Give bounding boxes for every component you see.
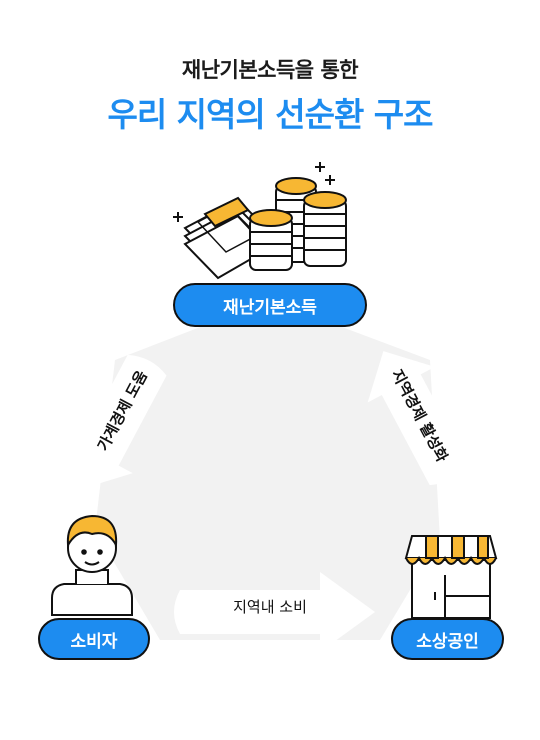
main-title: 우리 지역의 선순환 구조	[107, 95, 433, 134]
arrow-label-local-consumption: 지역내 소비	[233, 598, 307, 616]
arrow-right	[367, 351, 469, 486]
money-coins-icon	[173, 162, 347, 280]
consumer-person-icon	[51, 514, 133, 616]
background-shape	[95, 300, 440, 640]
node-disaster-basic-income: 재난기본소득	[173, 283, 367, 327]
subtitle: 재난기본소득을 통한	[181, 58, 359, 82]
arrow-bottom	[174, 572, 375, 652]
node-consumer: 소비자	[38, 618, 150, 660]
store-shop-icon	[404, 535, 498, 619]
node-small-business: 소상공인	[391, 618, 504, 660]
arrow-left	[65, 354, 167, 489]
